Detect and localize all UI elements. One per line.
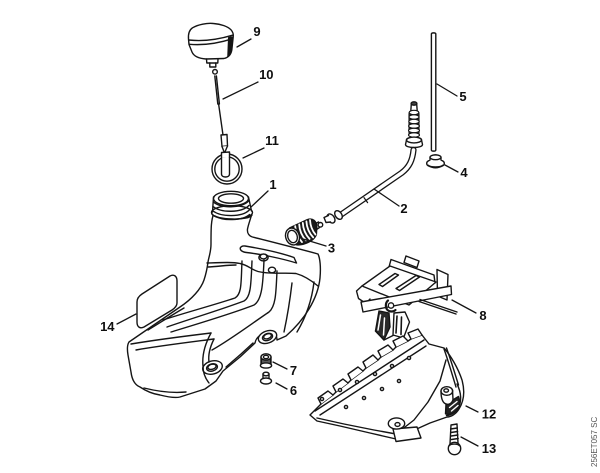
svg-text:7: 7 (290, 363, 297, 378)
svg-text:3: 3 (328, 241, 335, 256)
svg-text:2: 2 (400, 201, 407, 216)
svg-text:10: 10 (259, 67, 273, 82)
svg-text:6: 6 (290, 383, 297, 398)
svg-text:13: 13 (482, 441, 496, 456)
svg-text:4: 4 (460, 165, 468, 180)
svg-text:8: 8 (479, 308, 486, 323)
svg-text:14: 14 (100, 319, 115, 334)
svg-text:9: 9 (253, 24, 260, 39)
svg-text:5: 5 (459, 89, 466, 104)
svg-text:12: 12 (482, 407, 496, 422)
svg-text:11: 11 (265, 133, 279, 148)
svg-text:1: 1 (269, 177, 276, 192)
svg-text:256ET057 SC: 256ET057 SC (590, 417, 599, 467)
